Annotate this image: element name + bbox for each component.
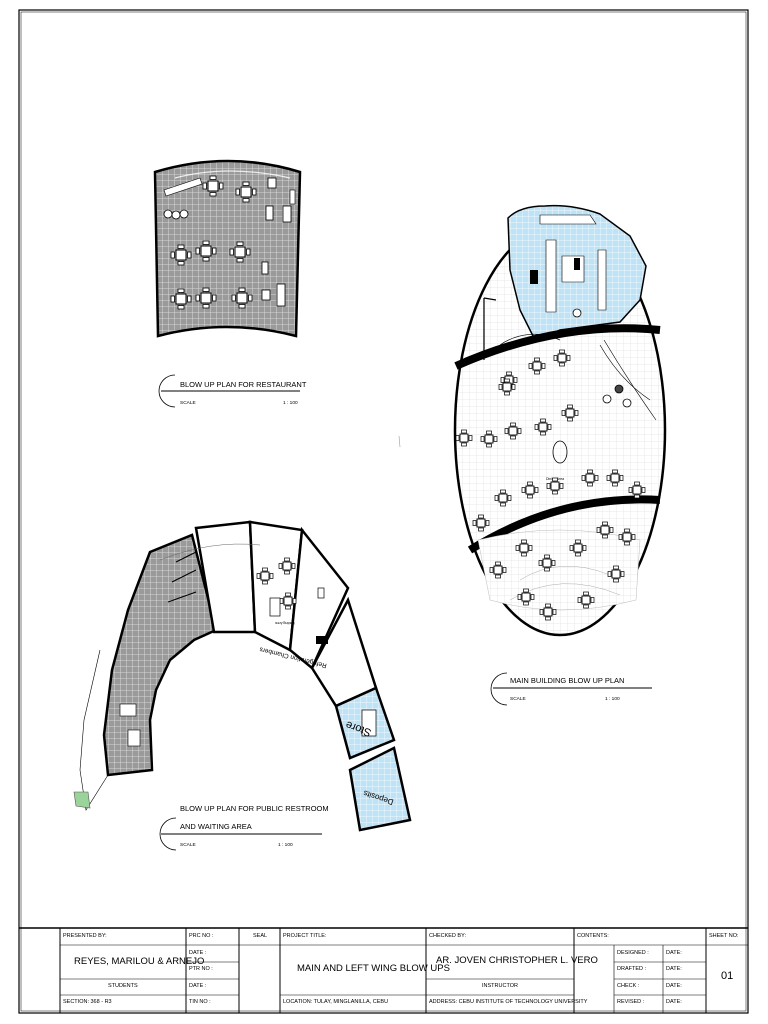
restroom-waiting-plan: Refrigeration Chambers Store Deposits Wa… — [73, 520, 412, 832]
location-text: LOCATION: TULAY, MINGLANILLA, CEBU — [283, 999, 389, 1005]
designed-label: DESIGNED : — [617, 950, 649, 956]
restaurant-title-block: BLOW UP PLAN FOR RESTAURANT SCALE 1 : 10… — [158, 374, 307, 408]
date-1-label: DATE : — [189, 950, 207, 956]
main-building-scale-label: SCALE — [510, 696, 526, 702]
ptr-no-label: PTR NO : — [189, 966, 213, 972]
main-building-title-block: MAIN BUILDING BLOW UP PLAN SCALE 1 : 100 — [490, 672, 652, 706]
sheet-no-label: SHEET NO: — [709, 933, 739, 939]
check-date-label: DATE: — [666, 983, 682, 989]
revised-date-label: DATE: — [666, 999, 682, 1005]
project-title-label: PROJECT TITLE: — [283, 933, 327, 939]
instructor-label: INSTRUCTOR — [482, 983, 518, 989]
section-text: SECTION: 368 - R3 — [63, 999, 112, 1005]
students-label: STUDENTS — [108, 983, 138, 989]
restroom-scale-value: 1 : 100 — [278, 842, 293, 848]
prc-no-label: PRC NO : — [189, 933, 214, 939]
restroom-plan-title-line1: BLOW UP PLAN FOR PUBLIC RESTROOM — [180, 804, 329, 813]
contents-label: CONTENTS: — [577, 933, 609, 939]
restroom-plan-title-line2: AND WAITING AREA — [180, 822, 252, 831]
room-label-waiting: Waiting Area — [275, 621, 295, 625]
restroom-scale-label: SCALE — [180, 842, 196, 848]
restaurant-plan-title: BLOW UP PLAN FOR RESTAURANT — [180, 380, 307, 389]
restaurant-plan — [153, 159, 302, 338]
check-label: CHECK : — [617, 983, 640, 989]
main-building-plan: Dining Area — [453, 204, 667, 637]
project-title: MAIN AND LEFT WING BLOW UPS — [297, 963, 450, 974]
tin-no-label: TIN NO : — [189, 999, 211, 1005]
title-block-grid — [19, 927, 748, 1013]
presenters-names: REYES, MARILOU & ARNEJO — [74, 956, 205, 967]
restroom-title-block: BLOW UP PLAN FOR PUBLIC RESTROOM AND WAI… — [159, 804, 329, 851]
seal-label: SEAL — [253, 933, 268, 939]
date-2-label: DATE : — [189, 983, 207, 989]
sheet-number: 01 — [721, 970, 734, 982]
presented-by-label: PRESENTED BY: — [63, 933, 107, 939]
checked-by-label: CHECKED BY: — [429, 933, 466, 939]
main-building-plan-title: MAIN BUILDING BLOW UP PLAN — [510, 676, 624, 685]
address-text: ADDRESS: CEBU INSTITUTE OF TECHNOLOGY UN… — [429, 999, 588, 1005]
restaurant-scale-value: 1 : 100 — [283, 400, 298, 406]
sheet-border — [18, 9, 749, 1014]
main-building-scale-value: 1 : 100 — [605, 696, 620, 702]
drafted-date-label: DATE: — [666, 966, 682, 972]
designed-date-label: DATE: — [666, 950, 682, 956]
checker-name: AR. JOVEN CHRISTOPHER L. VERO — [436, 955, 598, 966]
revised-label: REVISED : — [617, 999, 645, 1005]
drafted-label: DRAFTED : — [617, 966, 647, 972]
restaurant-scale-label: SCALE — [180, 400, 196, 406]
